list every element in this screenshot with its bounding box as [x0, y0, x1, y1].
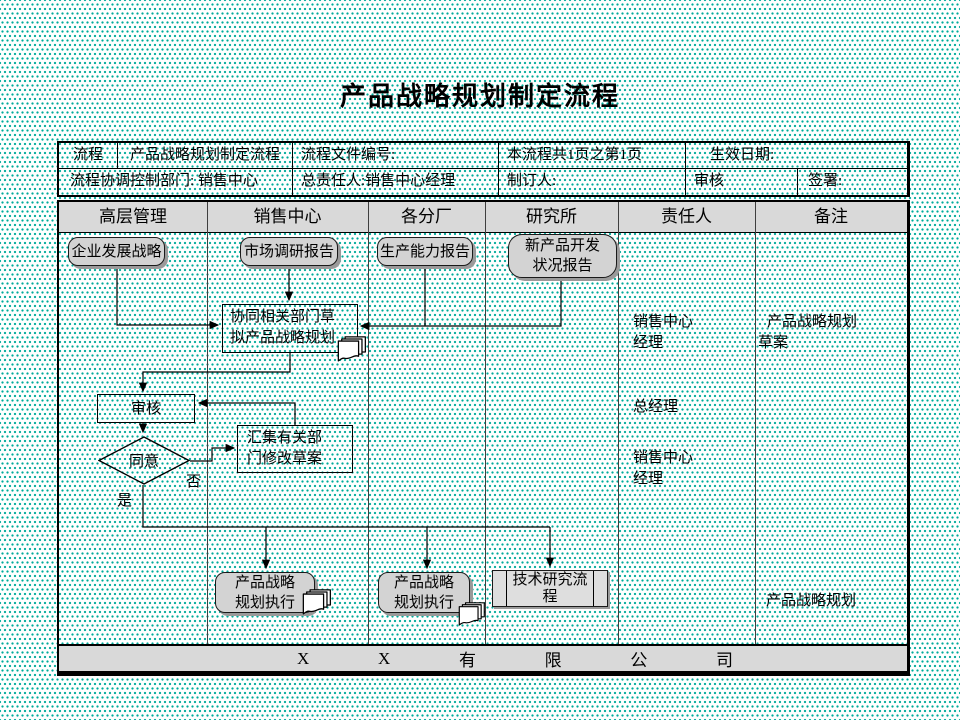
- node-market-research-report: 市场调研报告: [240, 237, 338, 266]
- node-execute-plan-factory: 产品战略 规划执行: [378, 572, 470, 613]
- lane-divider: [485, 202, 486, 644]
- company-char: 司: [716, 651, 733, 670]
- responsible-sales-manager-2: 销售中心 经理: [633, 450, 694, 487]
- lane-divider: [368, 202, 369, 644]
- remark-strategy-draft: 产品战略规划 草案: [758, 314, 858, 351]
- node-enterprise-strategy: 企业发展战略: [68, 237, 165, 266]
- label-yes: 是: [117, 493, 133, 509]
- node-tech-research-process: 技术研究流 程: [492, 570, 608, 607]
- document-stack-icon: [452, 602, 490, 627]
- info-table-row-2: 流程协调控制部门: 销售中心 总责任人:销售中心经理 制订人: 审核 签署:: [59, 169, 907, 195]
- info-cell-effective-date: 生效日期:: [710, 147, 775, 163]
- edge-draft-to-review: [138, 353, 291, 393]
- node-revise-draft: 汇集有关部 门修改草案: [237, 425, 353, 473]
- edge-newproduct-to-draft: [359, 278, 562, 331]
- lane-divider: [207, 202, 208, 644]
- company-char: X: [297, 648, 310, 668]
- info-cell-reviewer: 审核: [686, 169, 798, 195]
- node-review: 审核: [97, 394, 195, 423]
- node-production-capacity-report: 生产能力报告: [377, 237, 473, 266]
- lane-header-responsible: 责任人: [661, 207, 712, 226]
- remark-strategy-plan: 产品战略规划: [766, 593, 857, 609]
- node-approve-decision: 同意: [97, 436, 191, 485]
- lane-divider: [618, 202, 619, 644]
- info-cell-process-name: 产品战略规划制定流程: [118, 143, 293, 168]
- lane-header-research-inst: 研究所: [526, 207, 577, 226]
- responsible-sales-manager-1: 销售中心 经理: [633, 314, 694, 351]
- label-no: 否: [186, 474, 202, 490]
- swimlane-table: 高层管理 销售中心 各分厂 研究所 责任人 备注 X X 有 限 公 司: [57, 200, 910, 676]
- company-char: X: [377, 648, 391, 668]
- lane-header-top-management: 高层管理: [99, 207, 167, 226]
- lane-header-remarks: 备注: [814, 207, 848, 226]
- lane-header-branch-factory: 各分厂: [401, 207, 452, 226]
- info-cell-drafter: 制订人:: [499, 169, 686, 195]
- edge-approve-no-to-revise: [190, 443, 236, 462]
- node-execute-plan-sales: 产品战略 规划执行: [215, 572, 315, 613]
- edge-approve-yes-trunk: [142, 485, 550, 528]
- company-name: X X 有 限 公 司: [297, 646, 733, 671]
- info-table: 流程 产品战略规划制定流程 流程文件编号: 本流程共1页之第1页 生效日期: 流…: [57, 141, 910, 197]
- node-draft-strategy: 协同相关部门草 拟产品战略规划: [222, 304, 358, 353]
- node-new-product-status-report: 新产品开发 状况报告: [508, 234, 617, 278]
- info-cell-doc-number: 流程文件编号:: [293, 143, 499, 168]
- lane-divider: [755, 202, 756, 644]
- diamond-shape: [97, 436, 191, 485]
- lane-header-row: 高层管理 销售中心 各分厂 研究所 责任人 备注: [59, 202, 907, 233]
- info-cell-owner: 总责任人:销售中心经理: [293, 169, 499, 195]
- responsible-general-manager: 总经理: [633, 399, 679, 415]
- document-stack-icon: [334, 336, 368, 363]
- company-char: 有: [458, 651, 476, 670]
- edge-enterprise-to-draft: [116, 266, 220, 330]
- company-char: 限: [544, 651, 562, 670]
- company-footer-row: X X 有 限 公 司: [59, 644, 907, 671]
- info-cell-signature: 签署:: [808, 173, 843, 189]
- info-table-row-1: 流程 产品战略规划制定流程 流程文件编号: 本流程共1页之第1页 生效日期:: [59, 143, 907, 169]
- info-cell-process-label: 流程: [59, 143, 118, 168]
- info-cell-control-dept: 流程协调控制部门: 销售中心: [59, 169, 293, 195]
- edge-revise-to-review: [197, 398, 296, 425]
- info-cell-page-count: 本流程共1页之第1页: [499, 143, 686, 168]
- lane-header-sales-center: 销售中心: [253, 207, 322, 226]
- company-char: 公: [630, 651, 648, 670]
- page-title: 产品战略规划制定流程: [339, 81, 620, 111]
- approve-label: 同意: [128, 454, 159, 470]
- document-stack-icon: [299, 589, 333, 616]
